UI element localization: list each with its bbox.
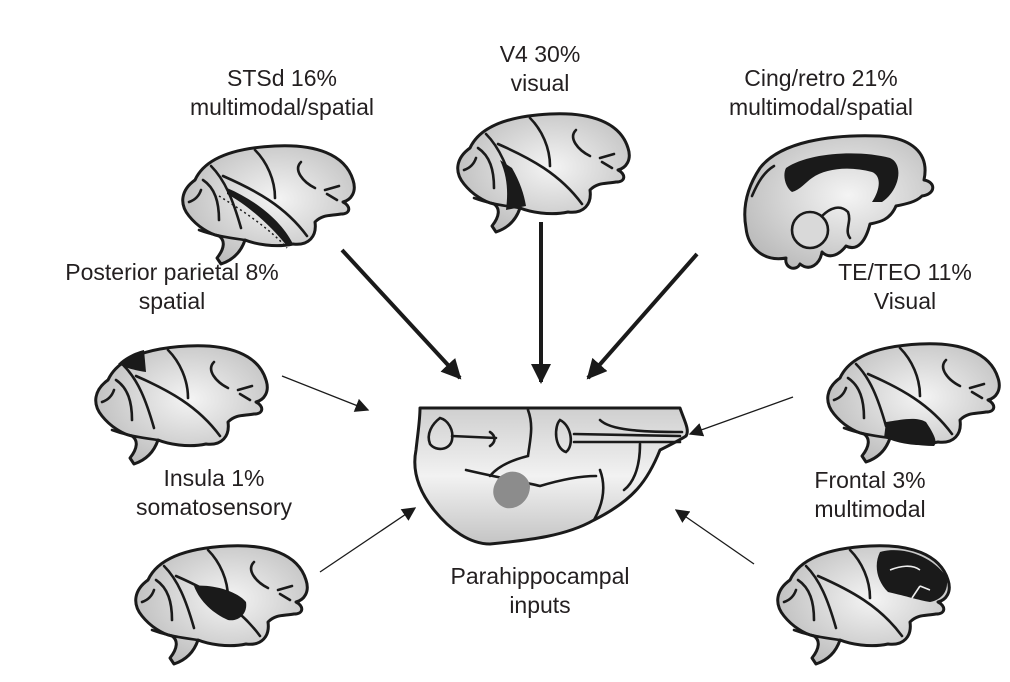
- center-title: Parahippocampal: [450, 563, 630, 589]
- parahippocampal-region: [493, 471, 530, 509]
- label-cing: Cing/retro 21% multimodal/spatial: [676, 64, 966, 122]
- brain-te-teo: [826, 342, 1001, 464]
- arrow-pp: [281, 375, 370, 412]
- label-cing-modality: multimodal/spatial: [728, 94, 914, 120]
- arrow-insula: [319, 507, 417, 573]
- label-cing-title: Cing/retro 21%: [744, 65, 898, 91]
- label-frontal: Frontal 3% multimodal: [770, 466, 970, 524]
- insula-highlight: [194, 585, 247, 621]
- label-stsd: STSd 16% multimodal/spatial: [144, 64, 420, 122]
- label-insula-title: Insula 1%: [163, 465, 265, 491]
- label-stsd-modality: multimodal/spatial: [189, 94, 375, 120]
- brain-posterior-parietal: [94, 344, 269, 466]
- arrow-stsd: [340, 248, 462, 380]
- arrow-frontal: [674, 509, 755, 565]
- brain-frontal: [776, 544, 951, 666]
- label-v4-title: V4 30%: [499, 41, 581, 67]
- brain-v4: [456, 112, 631, 234]
- label-parahippocampal-inputs: Parahippocampal inputs: [420, 562, 660, 620]
- label-v4: V4 30% visual: [450, 40, 630, 98]
- label-pp-modality: spatial: [138, 288, 206, 314]
- center-subtitle: inputs: [509, 592, 571, 618]
- label-pp-title: Posterior parietal 8%: [65, 259, 279, 285]
- brain-insula: [134, 544, 309, 666]
- label-insula: Insula 1% somatosensory: [104, 464, 324, 522]
- teteo-highlight: [884, 418, 936, 446]
- label-v4-modality: visual: [510, 70, 570, 96]
- v4-highlight: [500, 160, 526, 210]
- label-frontal-modality: multimodal: [814, 496, 926, 522]
- arrow-cing: [586, 252, 699, 380]
- stsd-highlight: [227, 188, 293, 246]
- label-teteo-title: TE/TEO 11%: [838, 259, 972, 285]
- brain-stsd: [181, 144, 356, 266]
- label-posterior-parietal: Posterior parietal 8% spatial: [22, 258, 322, 316]
- cing-highlight: [784, 153, 899, 202]
- label-te-teo: TE/TEO 11% Visual: [800, 258, 1010, 316]
- label-stsd-title: STSd 16%: [227, 65, 337, 91]
- label-teteo-modality: Visual: [873, 288, 937, 314]
- pp-highlight: [118, 350, 146, 372]
- label-insula-modality: somatosensory: [136, 494, 292, 520]
- label-frontal-title: Frontal 3%: [814, 467, 926, 493]
- brain-parahippocampal-target: [413, 406, 689, 546]
- arrow-teteo: [688, 396, 794, 437]
- brain-cing: [743, 134, 935, 270]
